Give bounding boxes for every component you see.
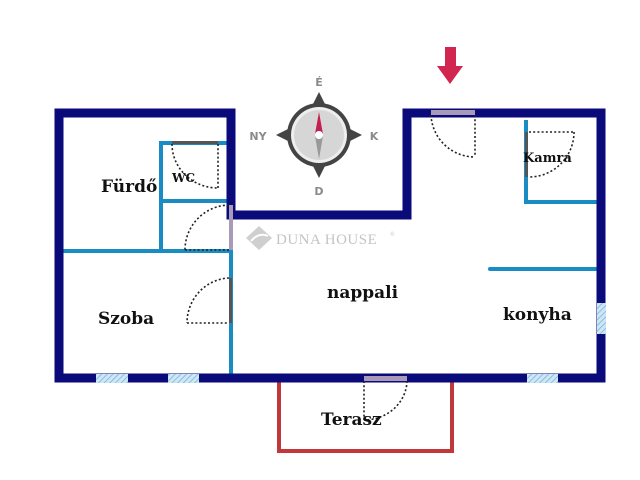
arrow-down-icon <box>437 47 463 84</box>
kamra-door <box>525 131 575 178</box>
room-label-wc: WC <box>171 171 195 185</box>
bathroom-door <box>184 204 233 251</box>
duna-house-logo: DUNA HOUSE ® <box>246 226 395 250</box>
terrace-outline <box>277 380 454 453</box>
terrace-door <box>363 376 408 421</box>
room-label-kamra: Kamra <box>523 151 572 166</box>
room-label-nappali: nappali <box>327 283 399 303</box>
compass-west: NY <box>249 130 267 143</box>
window <box>527 374 558 383</box>
room-label-furdo: Fürdő <box>101 177 157 197</box>
compass-icon: É D NY K <box>249 76 378 198</box>
outer-walls <box>54 108 606 383</box>
wall-wc <box>159 141 231 251</box>
szoba-door <box>186 277 232 324</box>
room-label-terasz: Terasz <box>321 410 382 430</box>
watermark-text: DUNA HOUSE <box>276 232 377 248</box>
room-label-szoba: Szoba <box>98 309 154 329</box>
window <box>168 374 199 383</box>
window <box>96 374 128 383</box>
compass-south: D <box>314 185 323 198</box>
wc-door <box>171 141 219 189</box>
watermark-registered: ® <box>390 231 395 238</box>
compass-east: K <box>370 130 379 143</box>
window <box>597 303 606 334</box>
room-label-konyha: konyha <box>503 305 572 325</box>
compass-north: É <box>315 76 323 89</box>
entrance-door <box>430 110 476 158</box>
